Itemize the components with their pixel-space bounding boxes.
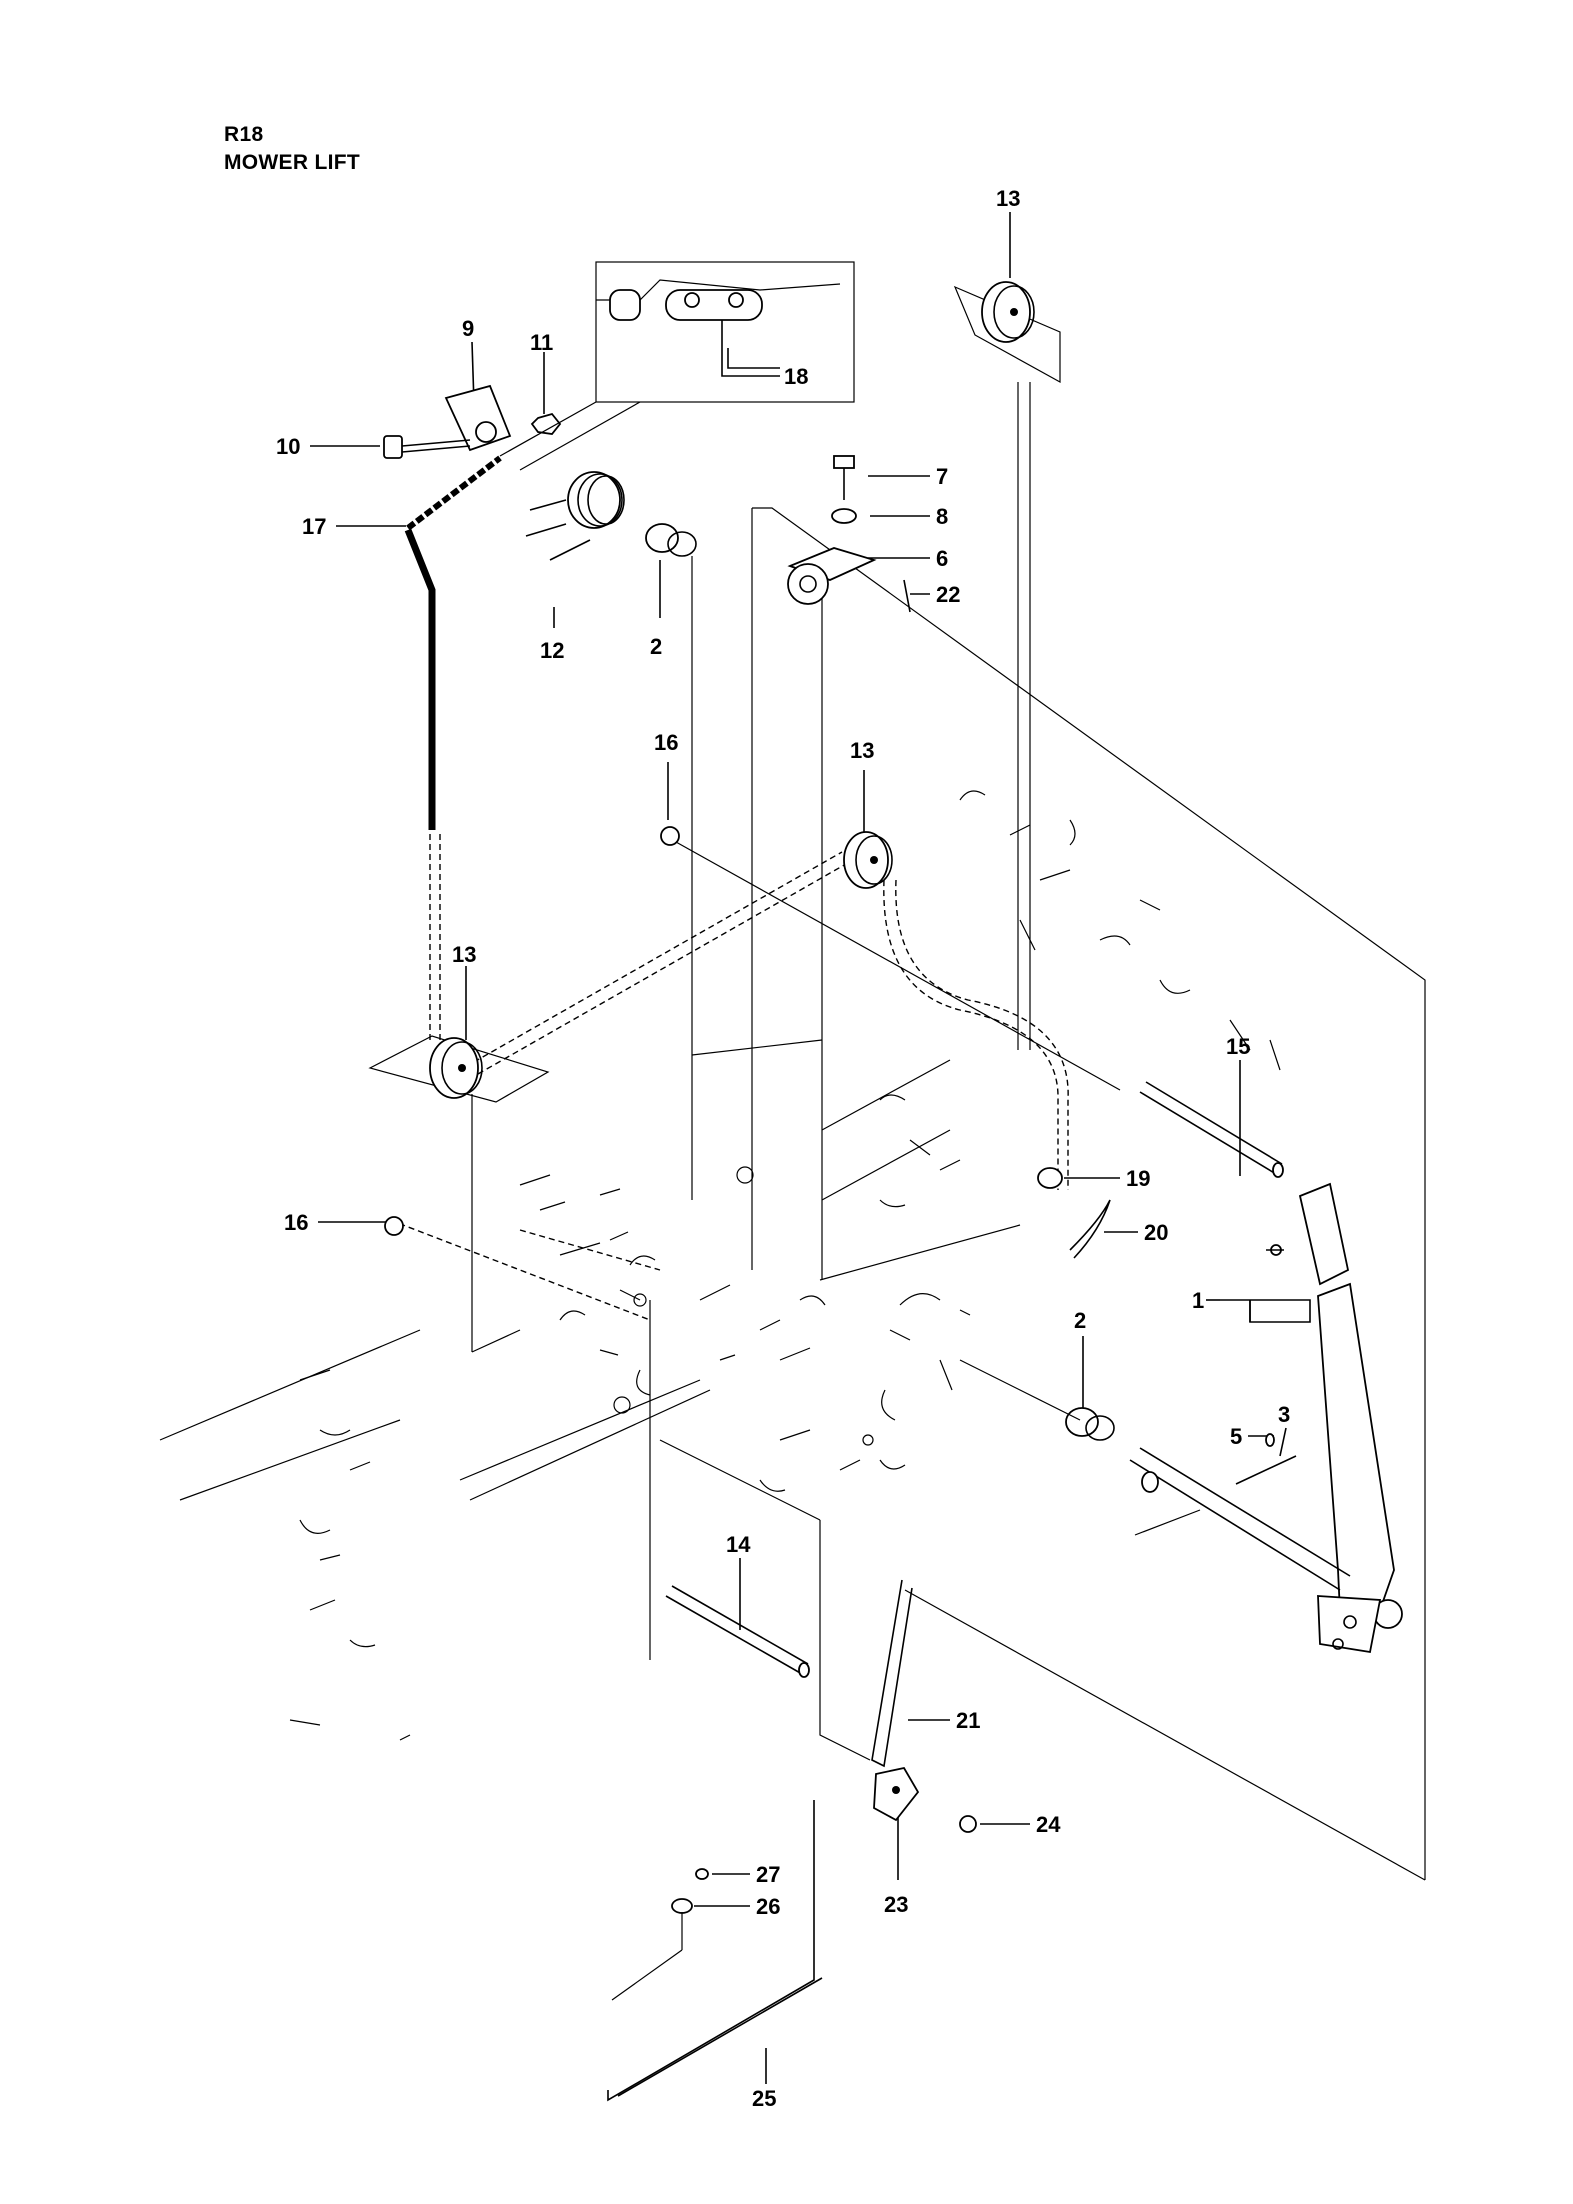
collar-19: [1037, 1167, 1063, 1189]
lift-shaft: [959, 1359, 1351, 1591]
nut-11: [530, 412, 562, 435]
pin-15: [1139, 1081, 1284, 1178]
leader-lines: [310, 212, 1311, 2084]
callout-18: 18: [784, 364, 808, 389]
callout-10: 10: [276, 434, 300, 459]
washer-26: [671, 1898, 693, 1914]
callout-6: 6: [936, 546, 948, 571]
clip-lower: [384, 1216, 404, 1236]
pin-3: [1235, 1455, 1297, 1485]
lever-screw: [1266, 1244, 1284, 1256]
callout-19: 19: [1126, 1166, 1150, 1191]
cable-routing: [389, 834, 1069, 1321]
callout-13a: 13: [996, 186, 1020, 211]
callout-9: 9: [462, 316, 474, 341]
callout-17: 17: [302, 514, 326, 539]
lift-chain: [406, 455, 502, 531]
frame-outlines: [159, 285, 1426, 1881]
callout-12: 12: [540, 638, 564, 663]
callout-20: 20: [1144, 1220, 1168, 1245]
callout-21: 21: [956, 1708, 980, 1733]
callout-7: 7: [936, 464, 948, 489]
bushing-lower: [1065, 1407, 1115, 1441]
rod-25: [607, 1800, 823, 2102]
callout-3: 3: [1278, 1402, 1290, 1427]
chain-bracket: [444, 384, 512, 452]
callout-11: 11: [530, 330, 553, 355]
clip-24: [959, 1815, 977, 1833]
callout-25: 25: [752, 2086, 776, 2111]
callout-15: 15: [1226, 1034, 1250, 1059]
frame-sketch-fragments: [289, 790, 1281, 1741]
callout-24: 24: [1036, 1812, 1061, 1837]
callout-16b: 16: [284, 1210, 308, 1235]
clip-upper: [660, 826, 1121, 1091]
callout-5: 5: [1230, 1424, 1242, 1449]
callout-2a: 2: [650, 634, 662, 659]
callout-27: 27: [756, 1862, 780, 1887]
callout-2b: 2: [1074, 1308, 1086, 1333]
cotter-5: [1265, 1433, 1275, 1447]
callout-26: 26: [756, 1894, 780, 1919]
callout-labels: 1 2 2 3 5 6 7 8 9 10 11 12 13 13 13 14 1…: [276, 186, 1290, 2111]
diagram-title: MOWER LIFT: [224, 151, 360, 174]
pulley-lower-left: [429, 1037, 483, 1099]
torsion-spring: [525, 471, 625, 561]
screw-27: [695, 1868, 709, 1880]
callout-23: 23: [884, 1892, 908, 1917]
rod-21: [871, 1579, 913, 1768]
pulley-top: [981, 281, 1035, 343]
callout-8: 8: [936, 504, 948, 529]
bushing-upper: [645, 523, 697, 557]
pulley-middle: [843, 831, 893, 889]
clamp-assembly: [787, 455, 911, 613]
callout-13c: 13: [452, 942, 476, 967]
callout-13b: 13: [850, 738, 874, 763]
callout-1: 1: [1192, 1288, 1204, 1313]
arm-plate-23: [873, 1766, 920, 1822]
detail-inset: [499, 261, 855, 471]
callout-22: 22: [936, 582, 960, 607]
bolt-10: [383, 435, 471, 459]
lift-cable: [404, 528, 436, 830]
pin-14: [665, 1585, 810, 1678]
lift-lever: [1298, 1182, 1403, 1654]
diagram-code: R18: [224, 123, 264, 146]
callout-16a: 16: [654, 730, 678, 755]
callout-14: 14: [726, 1532, 751, 1557]
hairpin-20: [1069, 1199, 1111, 1259]
